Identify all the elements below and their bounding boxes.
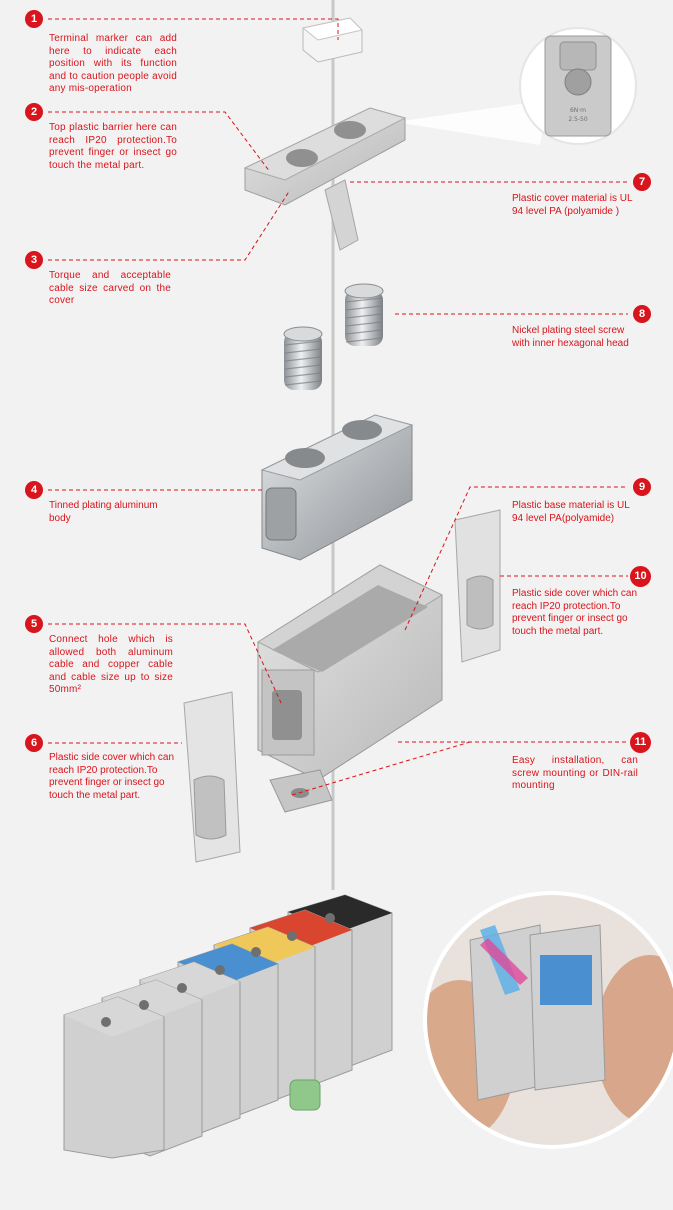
top-cover [243,107,407,251]
callout-3-text: Torque and acceptable cable size carved … [49,270,171,306]
callout-6-badge: 6 [25,734,43,752]
aluminum-body [260,414,414,561]
callout-4-badge: 4 [25,481,43,499]
callout-7-badge: 7 [633,173,651,191]
callout-6-text: Plastic side cover which can reach IP20 … [49,752,175,801]
callout-5-text: Connect hole which is allowed both alumi… [49,634,173,695]
callout-11-badge: 11 [630,732,651,753]
leader-lines [48,18,628,796]
svg-text:2.5-50: 2.5-50 [568,116,588,123]
callout-1-badge: 1 [25,10,43,28]
side-cover-right [454,509,501,663]
plastic-base [256,564,444,813]
callout-10-badge: 10 [630,566,651,587]
screw-upper [344,283,384,346]
callout-10-text: Plastic side cover which can reach IP20 … [512,588,638,637]
callout-2-badge: 2 [25,103,43,121]
callout-3-badge: 3 [25,251,43,269]
callout-7-text: Plastic cover material is UL 94 level PA… [512,193,633,217]
callout-11-text: Easy installation, can screw mounting or… [512,755,638,791]
side-cover-left [183,691,241,863]
callout-8-text: Nickel plating steel screw with inner he… [512,325,629,349]
callout-5-badge: 5 [25,615,43,633]
terminal-marker [301,17,363,63]
callout-4-text: Tinned plating aluminum body [49,500,158,524]
callout-2-text: Top plastic barrier here can reach IP20 … [49,122,177,171]
assembled-terminal-row [63,894,393,1159]
screw-lower [283,326,323,390]
cover-detail-zoom: 6N·m 2.5-50 [395,27,637,145]
callout-1-text: Terminal marker can add here to indicate… [49,33,177,94]
callout-9-badge: 9 [633,478,651,496]
callout-8-badge: 8 [633,305,651,323]
callout-9-text: Plastic base material is UL 94 level PA(… [512,500,630,524]
svg-text:6N·m: 6N·m [570,107,586,114]
installation-photo [423,891,673,1149]
